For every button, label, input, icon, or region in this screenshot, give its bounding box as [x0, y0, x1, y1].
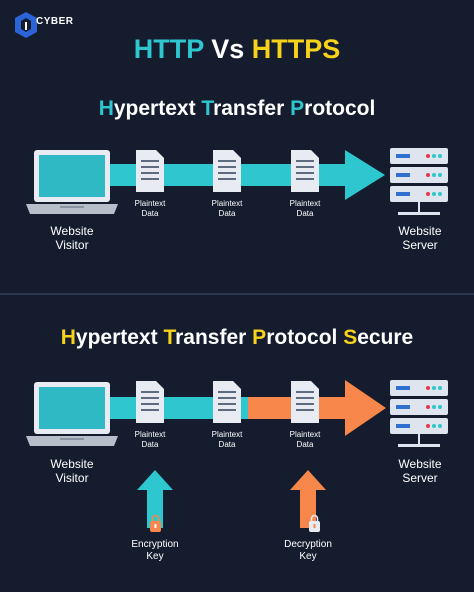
visitor-label-line2: Visitor [55, 238, 89, 252]
visitor-label-line2: Visitor [55, 471, 89, 485]
document-icon [136, 150, 164, 192]
server-label-line2: Server [402, 471, 438, 485]
https-section-title: Hypertext Transfer Protocol Secure [0, 326, 474, 350]
title-https: HTTPS [251, 34, 341, 64]
https-visitor-label: Website Visitor [22, 457, 122, 485]
server-label-line2: Server [402, 238, 438, 252]
http-doc-label: Plaintext Data [197, 199, 257, 219]
title-vs: Vs [203, 34, 252, 64]
visitor-laptop-icon [26, 382, 118, 446]
doc-label-line1: Plaintext [211, 430, 243, 439]
http-server-label: Website Server [370, 224, 470, 252]
http-section-title: Hypertext Transfer Protocol [0, 97, 474, 121]
document-icon [136, 381, 164, 423]
document-icon [213, 381, 241, 423]
page-title: HTTP Vs HTTPS [0, 34, 474, 65]
title-initial-letter: P [252, 326, 267, 349]
server-rack-icon [390, 148, 448, 215]
encryption-key-line1: Encryption [131, 539, 179, 550]
doc-label-line2: Data [218, 209, 236, 218]
server-label-line1: Website [398, 457, 442, 471]
title-initial-letter: T [163, 326, 176, 349]
brand-logo-icon [15, 12, 37, 38]
doc-label-line2: Data [296, 209, 314, 218]
section-divider [0, 293, 474, 295]
title-text-segment: ransfer [175, 326, 253, 349]
server-label-line1: Website [398, 224, 442, 238]
title-initial-letter: T [201, 97, 214, 120]
doc-label-line2: Data [218, 440, 236, 449]
title-initial-letter: H [60, 326, 76, 349]
document-icon [291, 381, 319, 423]
http-visitor-label: Website Visitor [22, 224, 122, 252]
title-http: HTTP [133, 34, 204, 64]
doc-label-line1: Plaintext [134, 430, 166, 439]
http-doc-label: Plaintext Data [275, 199, 335, 219]
title-initial-letter: P [290, 97, 305, 120]
title-text-segment: ransfer [213, 97, 291, 120]
title-text-segment: rotocol [266, 326, 344, 349]
encryption-arrow-icon [137, 470, 173, 528]
decryption-arrow-icon [290, 470, 326, 528]
title-initial-letter: H [98, 97, 114, 120]
decryption-key-label: Decryption Key [258, 539, 358, 563]
server-rack-icon [390, 380, 448, 447]
doc-label-line2: Data [296, 440, 314, 449]
title-text-segment: ypertext [75, 326, 164, 349]
title-text-segment: ypertext [113, 97, 202, 120]
doc-label-line1: Plaintext [211, 199, 243, 208]
visitor-label-line1: Website [50, 224, 94, 238]
title-text-segment: rotocol [304, 97, 376, 120]
doc-label-line1: Plaintext [289, 199, 321, 208]
doc-label-line2: Data [141, 209, 159, 218]
doc-label-line1: Plaintext [134, 199, 166, 208]
title-initial-letter: S [343, 326, 358, 349]
https-doc-label: Plaintext Data [120, 430, 180, 450]
brand-name: CYBER [36, 16, 74, 27]
decryption-key-line1: Decryption [284, 539, 332, 550]
encryption-key-label: Encryption Key [105, 539, 205, 563]
lock-icon [309, 514, 320, 532]
title-text-segment: ecure [357, 326, 414, 349]
https-doc-label: Plaintext Data [197, 430, 257, 450]
document-icon [291, 150, 319, 192]
lock-icon [150, 514, 161, 532]
doc-label-line2: Data [141, 440, 159, 449]
https-server-label: Website Server [370, 457, 470, 485]
https-doc-label: Plaintext Data [275, 430, 335, 450]
doc-label-line1: Plaintext [289, 430, 321, 439]
document-icon [213, 150, 241, 192]
decryption-key-line2: Key [299, 551, 317, 562]
visitor-laptop-icon [26, 150, 118, 214]
visitor-label-line1: Website [50, 457, 94, 471]
encryption-key-line2: Key [146, 551, 164, 562]
http-doc-label: Plaintext Data [120, 199, 180, 219]
